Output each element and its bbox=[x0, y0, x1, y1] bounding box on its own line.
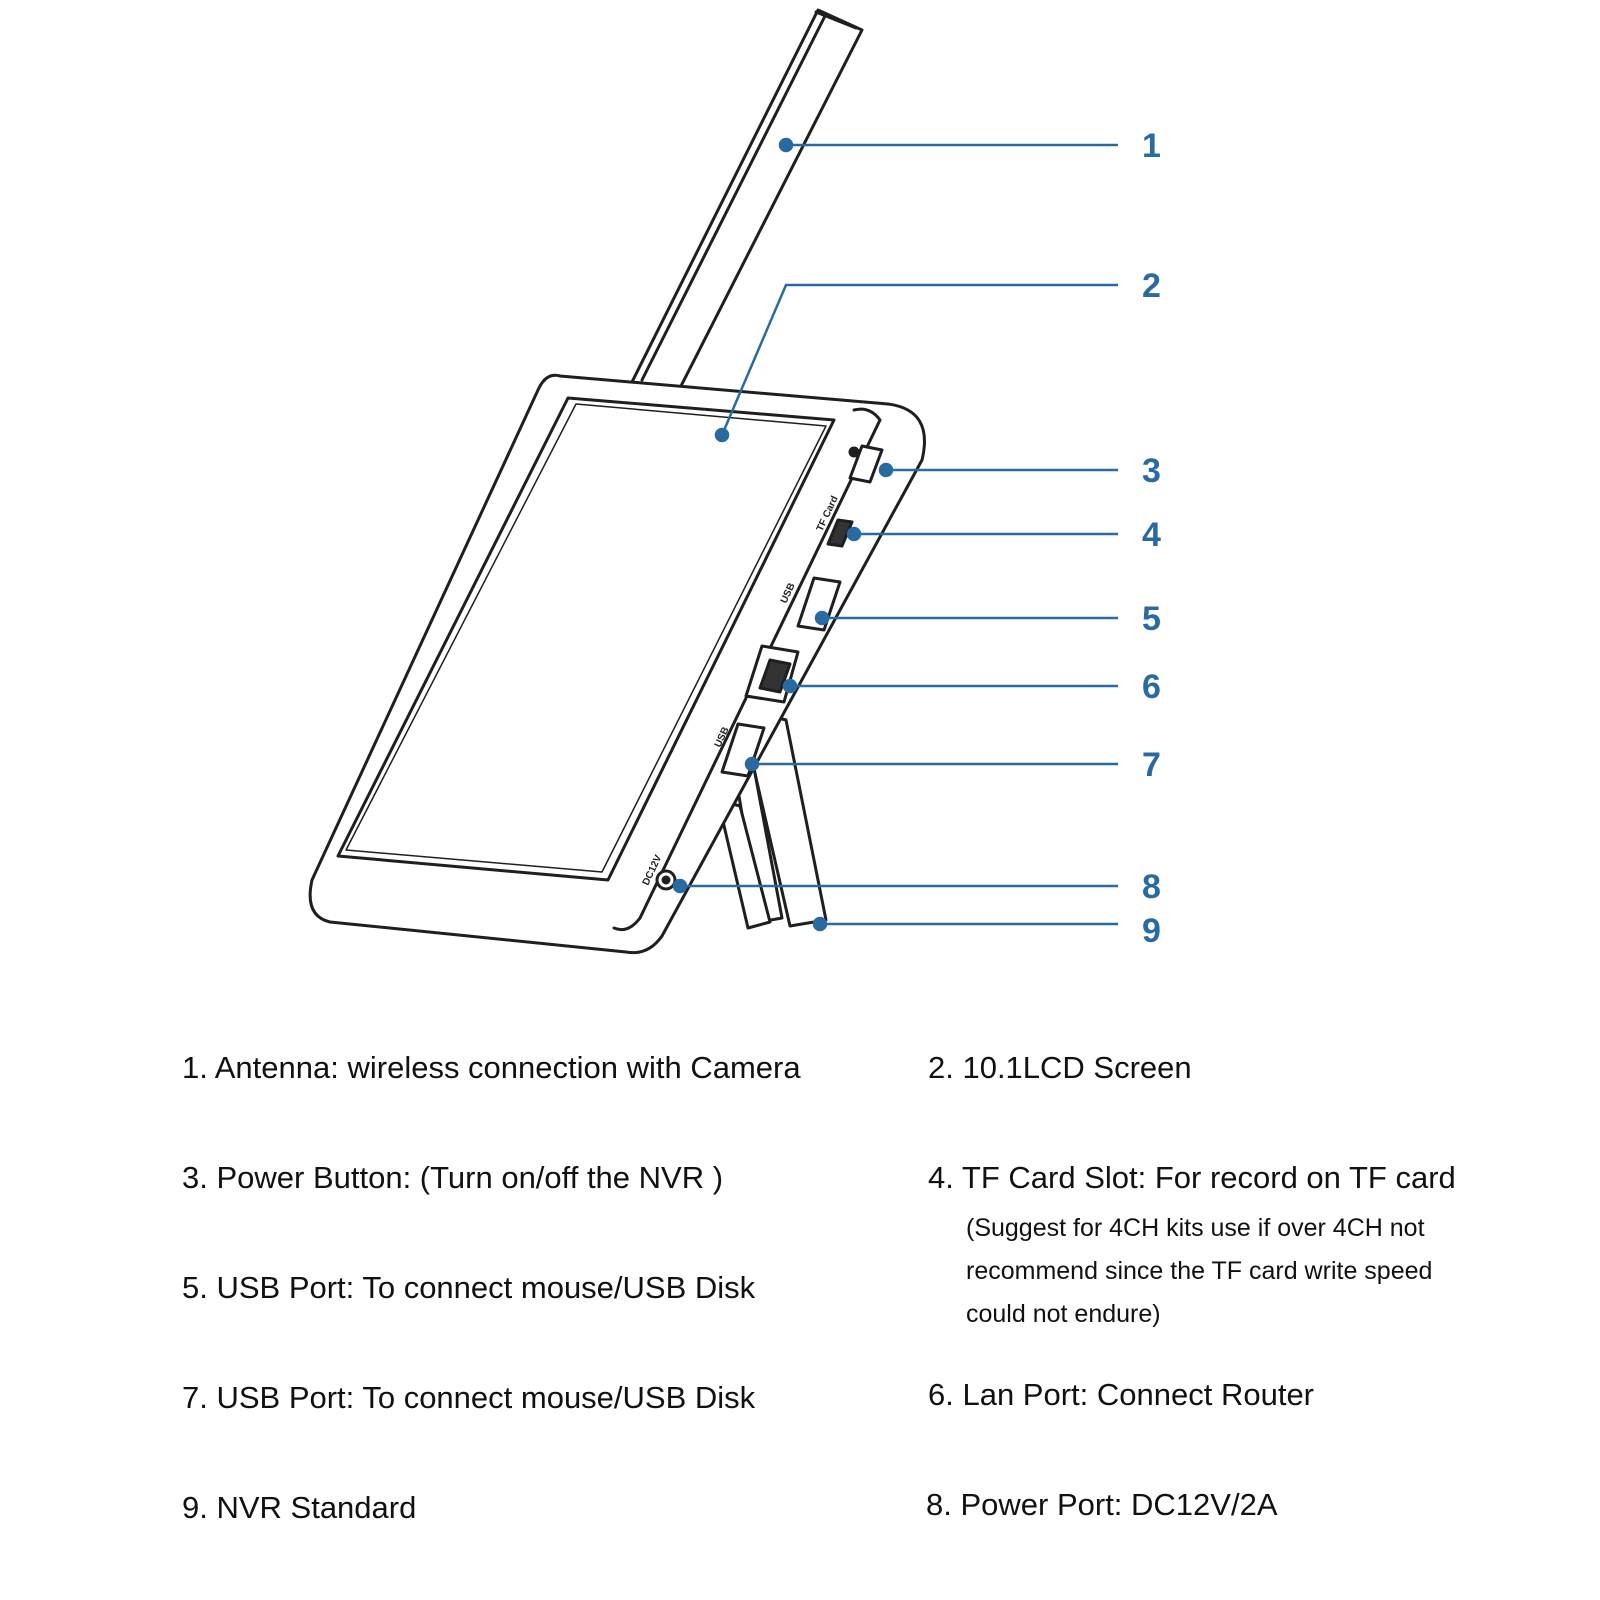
lcd-screen bbox=[336, 396, 836, 882]
nvr-device-diagram: TF Card USB USB DC12V 1 2 3 4 5 6 7 8 9 bbox=[308, 8, 1161, 955]
tf-note-line-2: recommend since the TF card write speed bbox=[966, 1257, 1433, 1285]
callout-lines bbox=[672, 137, 1118, 932]
callout-5: 5 bbox=[1142, 600, 1161, 638]
callout-4: 4 bbox=[1142, 516, 1161, 554]
legend-item-3: 3. Power Button: (Turn on/off the NVR ) bbox=[182, 1160, 724, 1195]
callout-3: 3 bbox=[1142, 452, 1161, 490]
antenna bbox=[630, 8, 864, 390]
legend-item-9: 9. NVR Standard bbox=[182, 1490, 417, 1525]
callout-8: 8 bbox=[1142, 868, 1161, 906]
legend-item-1: 1. Antenna: wireless connection with Cam… bbox=[182, 1050, 801, 1085]
usb-port-top bbox=[796, 576, 842, 632]
callout-1: 1 bbox=[1142, 127, 1161, 165]
power-button bbox=[848, 444, 884, 484]
legend-item-6: 6. Lan Port: Connect Router bbox=[928, 1377, 1315, 1412]
tf-note-line-1: (Suggest for 4CH kits use if over 4CH no… bbox=[966, 1214, 1425, 1242]
usb-port-bottom bbox=[720, 722, 766, 778]
legend-item-5: 5. USB Port: To connect mouse/USB Disk bbox=[182, 1270, 756, 1305]
callout-6: 6 bbox=[1142, 668, 1161, 706]
device-illustration bbox=[308, 8, 926, 955]
callout-9: 9 bbox=[1142, 912, 1161, 950]
callout-numbers: 1 2 3 4 5 6 7 8 9 bbox=[1142, 127, 1161, 950]
legend-item-4: 4. TF Card Slot: For record on TF card bbox=[928, 1160, 1456, 1195]
legend-item-7: 7. USB Port: To connect mouse/USB Disk bbox=[182, 1380, 756, 1415]
callout-2: 2 bbox=[1142, 267, 1161, 305]
legend-item-8: 8. Power Port: DC12V/2A bbox=[926, 1487, 1278, 1522]
legend-item-2: 2. 10.1LCD Screen bbox=[928, 1050, 1192, 1085]
callout-7: 7 bbox=[1142, 746, 1161, 784]
tf-note-line-3: could not endure) bbox=[966, 1300, 1161, 1328]
tf-card-slot bbox=[826, 518, 854, 548]
